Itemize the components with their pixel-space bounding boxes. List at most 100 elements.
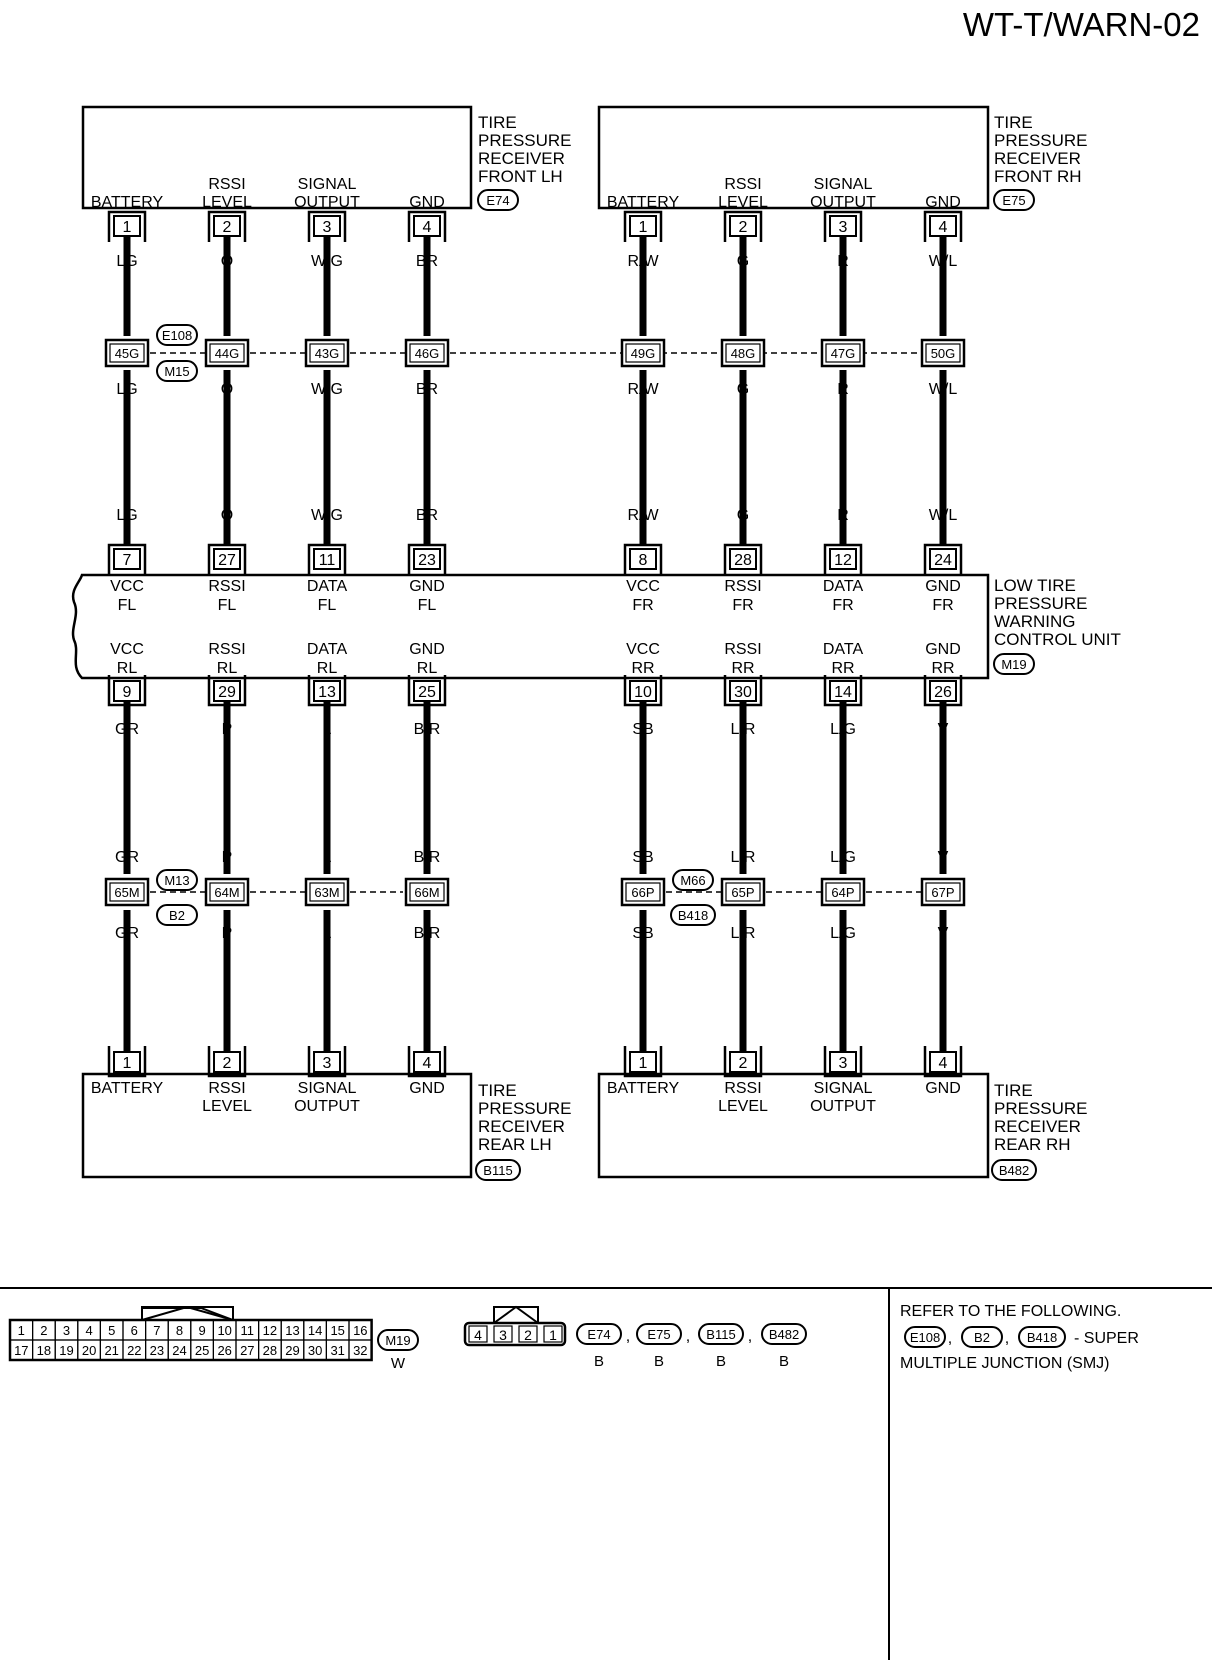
connector-tag-label: M15 [164,364,189,379]
small-connector-face [463,1321,567,1347]
connector-tag [993,653,1035,675]
junction-pin-inner [825,882,861,902]
pin-number: 2 [223,219,232,236]
connector-cell-number: 16 [353,1323,367,1338]
pin-number: 26 [934,684,952,701]
small-connector-color-code: B [716,1353,726,1370]
junction-pin-label: 46G [415,346,440,361]
junction-pin-label: 66M [414,885,439,900]
junction-pin-inner [409,343,445,363]
connector-tag [761,1323,807,1345]
wire-color-label: B/R [414,721,441,738]
wire-color-label: V [938,849,949,866]
pin-box [113,215,141,237]
pin-box [729,680,757,702]
pin-bracket [207,1046,247,1078]
pin-function-label: GND [925,1080,961,1097]
wire-color-label: GR [115,721,139,738]
junction-pin-label: 64P [831,885,854,900]
pin-bracket [723,1046,763,1078]
unit-pin-label: GND [409,578,445,595]
pin-number: 4 [423,1055,432,1072]
pin-box [629,548,657,570]
tag-separator: , [748,1328,752,1345]
connector-cell-number: 28 [263,1343,277,1358]
pin-bracket [307,675,347,707]
pin-function-label: RSSI [724,1080,761,1097]
connector-tag-label: M13 [164,873,189,888]
wire-color-label: L [323,721,332,738]
wire-color-label: BR [416,253,438,270]
wire-color-label: O [221,507,233,524]
pin-function-label: SIGNAL [298,176,357,193]
pin-function-label: OUTPUT [294,194,360,211]
unit-pin-label: FR [632,597,653,614]
pin-bracket [823,675,863,707]
unit-pin-label: GND [925,641,961,658]
wire-color-label: G [737,253,749,270]
small-connector-cell [543,1325,563,1343]
pin-bracket [107,543,147,575]
connector-cell-number: 30 [308,1343,322,1358]
unit-pin-label: RL [417,660,438,677]
pin-number: 23 [418,552,436,569]
unit-pin-label: FR [932,597,953,614]
connector-cell-number: 23 [150,1343,164,1358]
junction-pin-label: 67P [931,885,954,900]
pin-box [113,680,141,702]
note-line2: MULTIPLE JUNCTION (SMJ) [900,1355,1109,1372]
connector-cell-number: 15 [330,1323,344,1338]
unit-pin-label: RL [117,660,138,677]
wire-color-label: P [222,849,233,866]
wire-color-label: R [837,381,849,398]
wire-color-label: L/G [830,925,856,942]
junction-pin-inner [209,882,245,902]
wire-color-label: BR [416,381,438,398]
junction-pin-label: 47G [831,346,856,361]
wire-color-label: P [222,925,233,942]
connector-cell-number: 7 [153,1323,160,1338]
connector-cell-number: 13 [285,1323,299,1338]
wire-color-label: B/R [414,849,441,866]
small-connector-cell-number: 1 [549,1327,557,1343]
connector-tag-label: B418 [678,908,708,923]
receiver-rear-rh-box [597,1072,990,1179]
wire-color-label: R [837,507,849,524]
tag-separator: , [686,1328,690,1345]
pin-box [213,1051,241,1073]
unit-pin-label: VCC [626,641,660,658]
wire-color-label: L [323,925,332,942]
unit-pin-label: DATA [823,641,864,658]
pin-box [829,1051,857,1073]
junction-pin-label: 48G [731,346,756,361]
pin-function-label: LEVEL [202,1098,252,1115]
page-code: WT-T/WARN-02 [963,6,1200,43]
junction-pin-label: 65P [731,885,754,900]
wire-color-label: L/G [830,721,856,738]
small-connector-cell [518,1325,538,1343]
junction-pin-inner [625,343,661,363]
wire-color-label: LG [116,507,137,524]
pin-function-label: OUTPUT [294,1098,360,1115]
receiver-front-lh-title: TIRE PRESSURE RECEIVER FRONT LH [478,113,576,186]
pin-number: 28 [734,552,752,569]
wire-color-label: LG [116,381,137,398]
pin-function-label: SIGNAL [814,176,873,193]
pin-bracket [307,210,347,242]
pin-box [413,548,441,570]
connector-cell-number: 9 [198,1323,205,1338]
pin-bracket [623,675,663,707]
connector-tag [993,189,1035,211]
connector-cell-number: 6 [131,1323,138,1338]
unit-pin-label: VCC [110,641,144,658]
connector-tag-label: B115 [706,1327,735,1342]
wire-color-label: L [323,849,332,866]
connector-tag [576,1323,622,1345]
pin-number: 3 [323,1055,332,1072]
connector-cell-number: 19 [59,1343,73,1358]
pin-box [313,680,341,702]
pin-box [929,680,957,702]
pin-bracket [307,543,347,575]
connector-cell-number: 25 [195,1343,209,1358]
unit-pin-label: RSSI [208,641,245,658]
